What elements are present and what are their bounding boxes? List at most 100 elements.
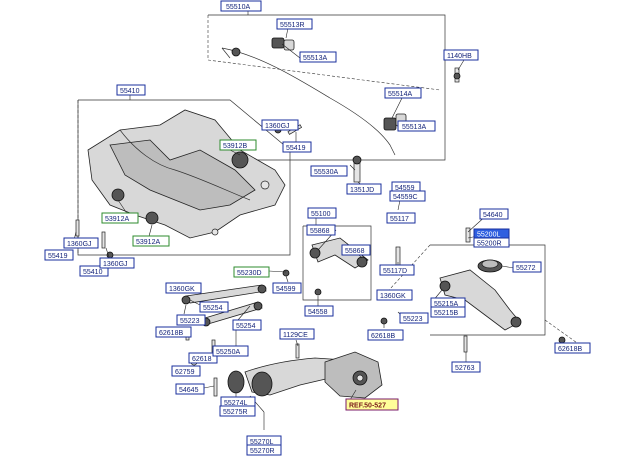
label-62618B-b[interactable]: 62618B <box>367 329 404 341</box>
label-55410-top[interactable]: 55410 <box>116 84 146 96</box>
label-53912A-a-text: 53912A <box>105 216 129 223</box>
label-62618-a[interactable]: 62618 <box>188 352 218 364</box>
label-54558[interactable]: 54558 <box>304 305 334 317</box>
label-55514A[interactable]: 55514A <box>384 87 422 99</box>
label-55868-b-text: 55868 <box>345 248 365 255</box>
label-55270L-text: 55270L <box>250 439 273 446</box>
label-55200L[interactable]: 55200L <box>473 228 510 239</box>
label-54559C[interactable]: 54559C <box>389 190 426 202</box>
part-labels: 55510A 55513R 55513A 1140HB 55514A 55513… <box>44 0 591 456</box>
label-55200R[interactable]: 55200R <box>473 237 510 248</box>
label-62618B-a[interactable]: 62618B <box>155 326 192 338</box>
label-55530A[interactable]: 55530A <box>310 165 348 177</box>
label-1360GK-b[interactable]: 1360GK <box>376 289 413 301</box>
ref-link-text: REF.50-527 <box>349 403 386 410</box>
label-55868-a-text: 55868 <box>310 228 330 235</box>
label-55254-a-text: 55254 <box>203 305 223 312</box>
label-55410-left-text: 55410 <box>83 269 103 276</box>
label-55117-top-text: 55117 <box>390 216 409 223</box>
label-55250A[interactable]: 55250A <box>212 345 249 357</box>
label-55230D[interactable]: 55230D <box>233 266 270 278</box>
label-52763-text: 52763 <box>455 365 475 372</box>
label-62618B-a-text: 62618B <box>159 330 183 337</box>
stabilizer-link <box>352 67 461 183</box>
label-1360GJ-left[interactable]: 1360GJ <box>63 237 99 249</box>
knuckle <box>324 335 468 399</box>
label-62618B-c[interactable]: 62618B <box>554 342 591 354</box>
label-53912B[interactable]: 53912B <box>219 139 257 151</box>
label-55419-top[interactable]: 55419 <box>282 141 312 153</box>
label-55200L-text: 55200L <box>477 232 500 239</box>
label-1140HB-text: 1140HB <box>447 53 472 60</box>
label-55513R-text: 55513R <box>280 22 305 29</box>
label-55270R[interactable]: 55270R <box>246 444 282 456</box>
label-55200R-text: 55200R <box>477 241 502 248</box>
trailing-arm <box>190 343 351 397</box>
label-55513A-right[interactable]: 55513A <box>397 120 436 132</box>
label-55274L-text: 55274L <box>224 400 247 407</box>
label-55868-a[interactable]: 55868 <box>306 224 336 236</box>
label-62618-a-text: 62618 <box>192 356 212 363</box>
label-1360GJ-left2-text: 1360GJ <box>103 261 128 268</box>
label-53912A-a[interactable]: 53912A <box>101 212 139 224</box>
label-1360GJ-left2[interactable]: 1360GJ <box>99 257 135 269</box>
label-1360GK-a[interactable]: 1360GK <box>165 282 202 294</box>
label-54645[interactable]: 54645 <box>175 383 205 395</box>
label-1140HB[interactable]: 1140HB <box>443 49 479 61</box>
label-1360GJ-top-text: 1360GJ <box>265 123 290 130</box>
label-54599-text: 54599 <box>276 286 296 293</box>
label-55223-b-text: 55223 <box>403 316 423 323</box>
label-55419-left[interactable]: 55419 <box>44 249 74 261</box>
label-55510A-text: 55510A <box>226 4 250 11</box>
label-55419-top-text: 55419 <box>286 145 306 152</box>
label-55215A-text: 55215A <box>434 301 458 308</box>
label-55215B[interactable]: 55215B <box>430 306 466 318</box>
label-1351JD[interactable]: 1351JD <box>346 183 382 195</box>
label-55272-text: 55272 <box>516 265 536 272</box>
label-55410-left[interactable]: 55410 <box>79 265 109 277</box>
label-55117-top[interactable]: 55117 <box>386 212 416 224</box>
label-54558-text: 54558 <box>308 309 328 316</box>
label-55270R-text: 55270R <box>250 448 275 455</box>
label-55513R[interactable]: 55513R <box>276 18 313 30</box>
label-55117D[interactable]: 55117D <box>379 264 415 276</box>
label-62618B-c-text: 62618B <box>558 346 582 353</box>
label-62618B-b-text: 62618B <box>371 333 395 340</box>
label-54559C-text: 54559C <box>393 194 418 201</box>
label-54559-text: 54559 <box>395 185 415 192</box>
label-55254-a[interactable]: 55254 <box>199 301 229 313</box>
label-1360GJ-left-text: 1360GJ <box>67 241 92 248</box>
label-1360GK-b-text: 1360GK <box>380 293 406 300</box>
label-62759[interactable]: 62759 <box>171 365 201 377</box>
label-1129CE[interactable]: 1129CE <box>279 328 315 340</box>
label-55272[interactable]: 55272 <box>512 261 542 273</box>
label-55254-b[interactable]: 55254 <box>232 319 262 331</box>
label-55223-a[interactable]: 55223 <box>176 314 206 326</box>
ref-link-50-527[interactable]: REF.50-527 <box>345 398 399 411</box>
label-55868-b[interactable]: 55868 <box>341 244 371 256</box>
label-62759-text: 62759 <box>175 369 195 376</box>
label-54640[interactable]: 54640 <box>479 208 509 220</box>
label-55530A-text: 55530A <box>314 169 338 176</box>
label-54645-text: 54645 <box>179 387 199 394</box>
label-55230D-text: 55230D <box>237 270 262 277</box>
label-55223-a-text: 55223 <box>180 318 200 325</box>
label-55513A-right-text: 55513A <box>402 124 426 131</box>
label-55510A[interactable]: 55510A <box>220 0 262 12</box>
label-53912A-b[interactable]: 53912A <box>132 235 170 247</box>
label-55275R[interactable]: 55275R <box>219 405 256 417</box>
label-53912B-text: 53912B <box>223 143 247 150</box>
label-55223-b[interactable]: 55223 <box>399 312 429 324</box>
label-54599[interactable]: 54599 <box>272 282 302 294</box>
label-55513A-top[interactable]: 55513A <box>299 51 337 63</box>
label-55100-text: 55100 <box>311 211 331 218</box>
stabilizer-bar <box>221 37 407 156</box>
arm-frame <box>302 225 372 301</box>
label-1129CE-text: 1129CE <box>283 332 308 339</box>
label-52763[interactable]: 52763 <box>451 361 481 373</box>
label-55100[interactable]: 55100 <box>307 207 337 219</box>
label-1360GJ-top[interactable]: 1360GJ <box>261 119 299 131</box>
label-54640-text: 54640 <box>483 212 503 219</box>
label-1360GK-a-text: 1360GK <box>169 286 195 293</box>
label-1351JD-text: 1351JD <box>350 187 374 194</box>
